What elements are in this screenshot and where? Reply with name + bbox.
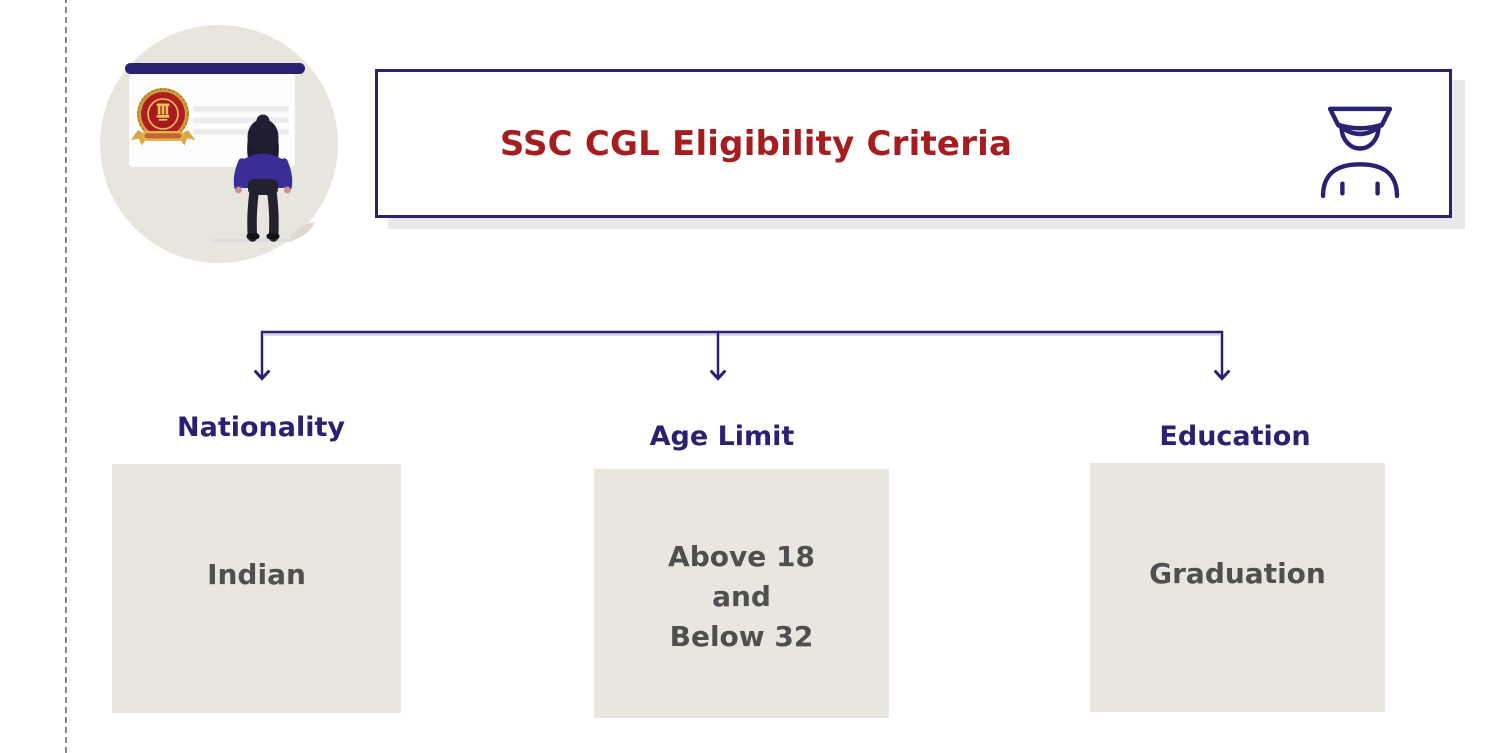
- title-banner: SSC CGL Eligibility Criteria: [375, 69, 1452, 218]
- illustration-circle: [99, 21, 339, 267]
- criterion-label-education: Education: [1159, 421, 1311, 452]
- criterion-value-education: Graduation: [1149, 556, 1326, 590]
- leaf-swoosh: [289, 222, 315, 241]
- criterion-label-age-limit: Age Limit: [649, 421, 795, 452]
- criterion-value-age-line-3: Below 32: [669, 619, 814, 653]
- criterion-label-nationality: Nationality: [177, 412, 345, 443]
- criterion-value-age-line-1: Above 18: [668, 539, 815, 573]
- criterion-box-education: Graduation: [1090, 463, 1385, 712]
- police-officer-icon: [1320, 106, 1400, 199]
- ssc-emblem-icon: [131, 88, 195, 146]
- criterion-value-age-line-2: and: [712, 579, 771, 613]
- branch-arrows: [254, 330, 1230, 381]
- criterion-box-nationality: Indian: [112, 464, 401, 713]
- criterion-box-age-limit: Above 18 and Below 32: [594, 469, 889, 718]
- left-dashed-border: [65, 0, 67, 753]
- woman-viewer-icon: [211, 114, 293, 242]
- criterion-value-nationality: Indian: [207, 557, 306, 591]
- illustration-svg: [100, 25, 338, 263]
- page-title: SSC CGL Eligibility Criteria: [499, 123, 1013, 164]
